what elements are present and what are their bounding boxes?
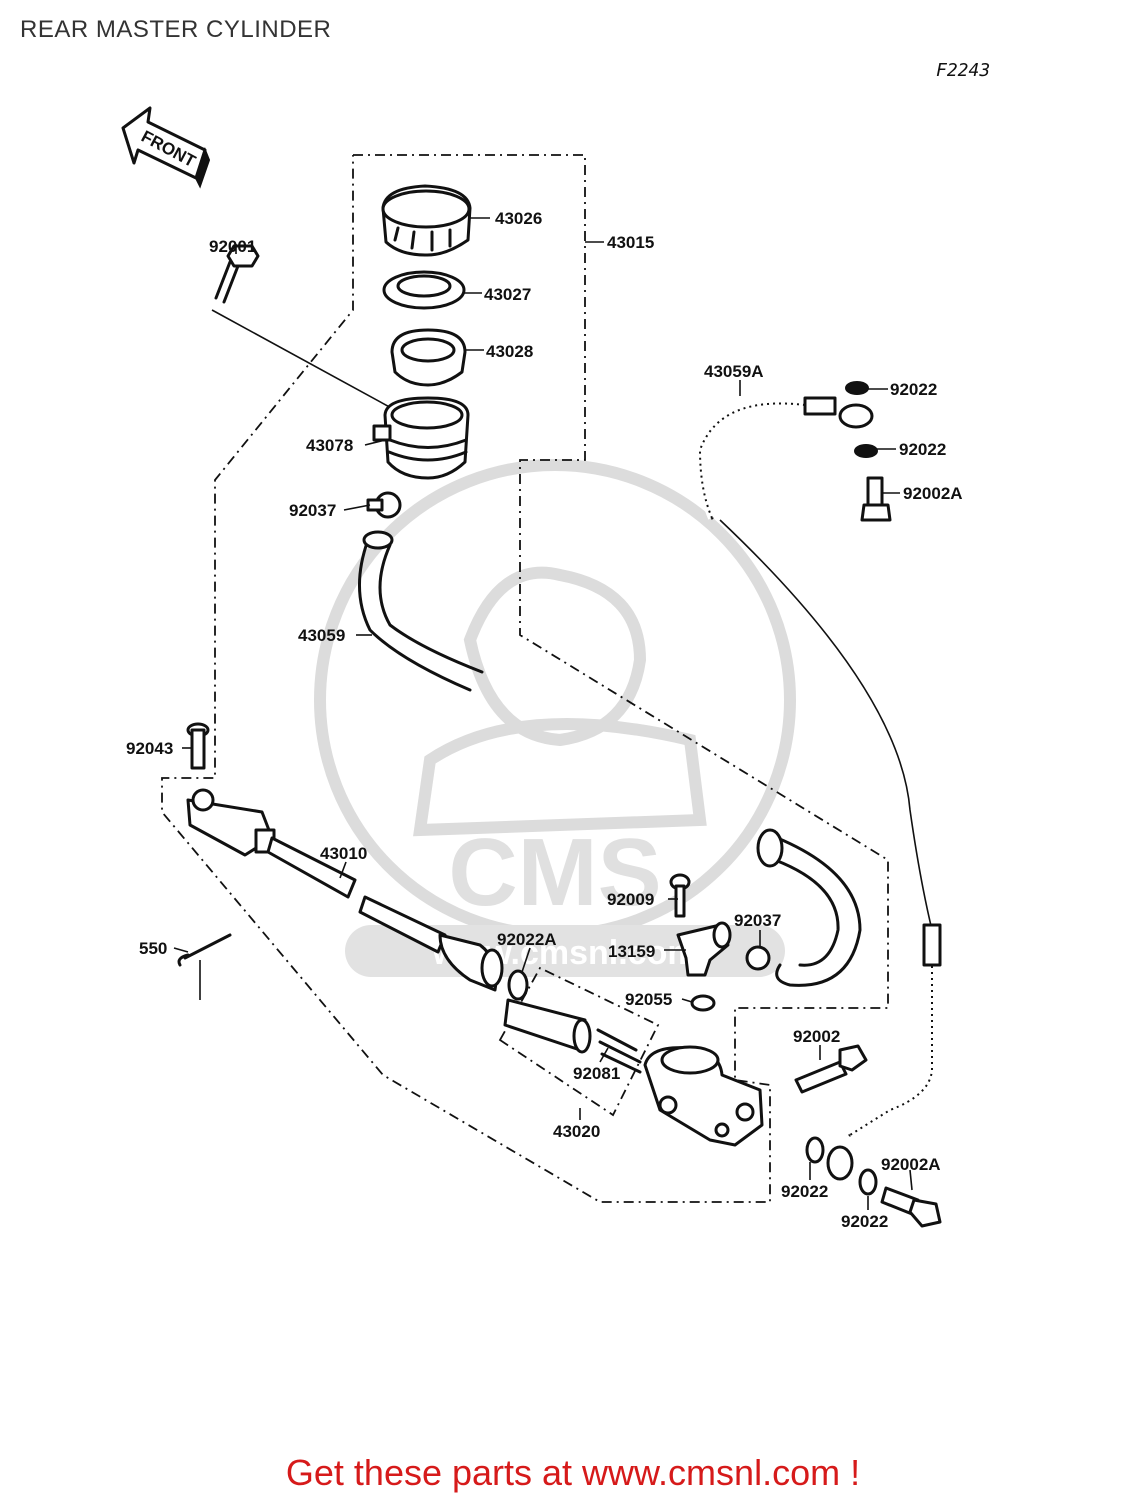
washers-upper	[845, 381, 892, 522]
label-43078: 43078	[306, 436, 353, 455]
label-92022-b: 92022	[899, 440, 946, 459]
assembly-outlines	[161, 154, 889, 1203]
brake-hose-lower	[826, 923, 942, 1181]
promo-link[interactable]: Get these parts at www.cmsnl.com !	[285, 1452, 861, 1493]
reference-lines	[199, 309, 933, 1000]
diagram-code: F2243	[936, 60, 991, 81]
diaphragm-plate	[382, 270, 466, 310]
reservoir-hose-lower	[756, 828, 862, 987]
label-92037-b: 92037	[734, 911, 781, 930]
label-13159: 13159	[608, 942, 655, 961]
label-92002A-b: 92002A	[881, 1155, 941, 1174]
reservoir-hose	[358, 530, 484, 692]
master-cylinder-body	[643, 1045, 764, 1147]
label-43027: 43027	[484, 285, 531, 304]
part-labels: 43026 43015 92001 43027 43028 43059A 920…	[126, 209, 963, 1231]
reservoir-cap	[381, 184, 472, 257]
parts-diagram: CMS www.cmsnl.com FRONT	[121, 106, 963, 1231]
cotter-pin	[177, 933, 232, 967]
label-92022-c: 92022	[781, 1182, 828, 1201]
piston-kit	[503, 998, 642, 1074]
clamp-lower	[745, 945, 771, 971]
label-550: 550	[139, 939, 167, 958]
clamp-upper	[366, 491, 402, 519]
label-92009: 92009	[607, 890, 654, 909]
o-ring	[690, 994, 716, 1012]
label-92081: 92081	[573, 1064, 620, 1083]
label-43026: 43026	[495, 209, 542, 228]
label-43059: 43059	[298, 626, 345, 645]
label-43010: 43010	[320, 844, 367, 863]
screw-92009	[669, 873, 691, 918]
label-92001: 92001	[209, 237, 256, 256]
label-43028: 43028	[486, 342, 533, 361]
label-92055: 92055	[625, 990, 672, 1009]
hose-fitting	[676, 921, 732, 977]
circlip	[507, 969, 529, 1001]
label-92002: 92002	[793, 1027, 840, 1046]
brake-hose	[695, 396, 874, 520]
label-92022-d: 92022	[841, 1212, 888, 1231]
bolt-92002	[794, 1044, 868, 1094]
label-43059A: 43059A	[704, 362, 764, 381]
clevis-pin	[186, 722, 210, 770]
label-43015: 43015	[607, 233, 654, 252]
watermark-brand: CMS	[448, 819, 661, 926]
front-arrow-icon: FRONT	[121, 106, 211, 189]
label-92037-a: 92037	[289, 501, 336, 520]
label-92022A: 92022A	[497, 930, 557, 949]
dust-boot	[438, 933, 504, 992]
label-92002A-a: 92002A	[903, 484, 963, 503]
washers-lower	[805, 1136, 942, 1228]
page-title: REAR MASTER CYLINDER	[20, 16, 332, 43]
leader-lines	[173, 217, 913, 1210]
diaphragm	[390, 328, 467, 387]
label-92022-a: 92022	[890, 380, 937, 399]
clevis	[186, 788, 276, 857]
reservoir	[372, 396, 470, 480]
label-43020: 43020	[553, 1122, 600, 1141]
push-rod	[266, 836, 447, 954]
label-92043: 92043	[126, 739, 173, 758]
